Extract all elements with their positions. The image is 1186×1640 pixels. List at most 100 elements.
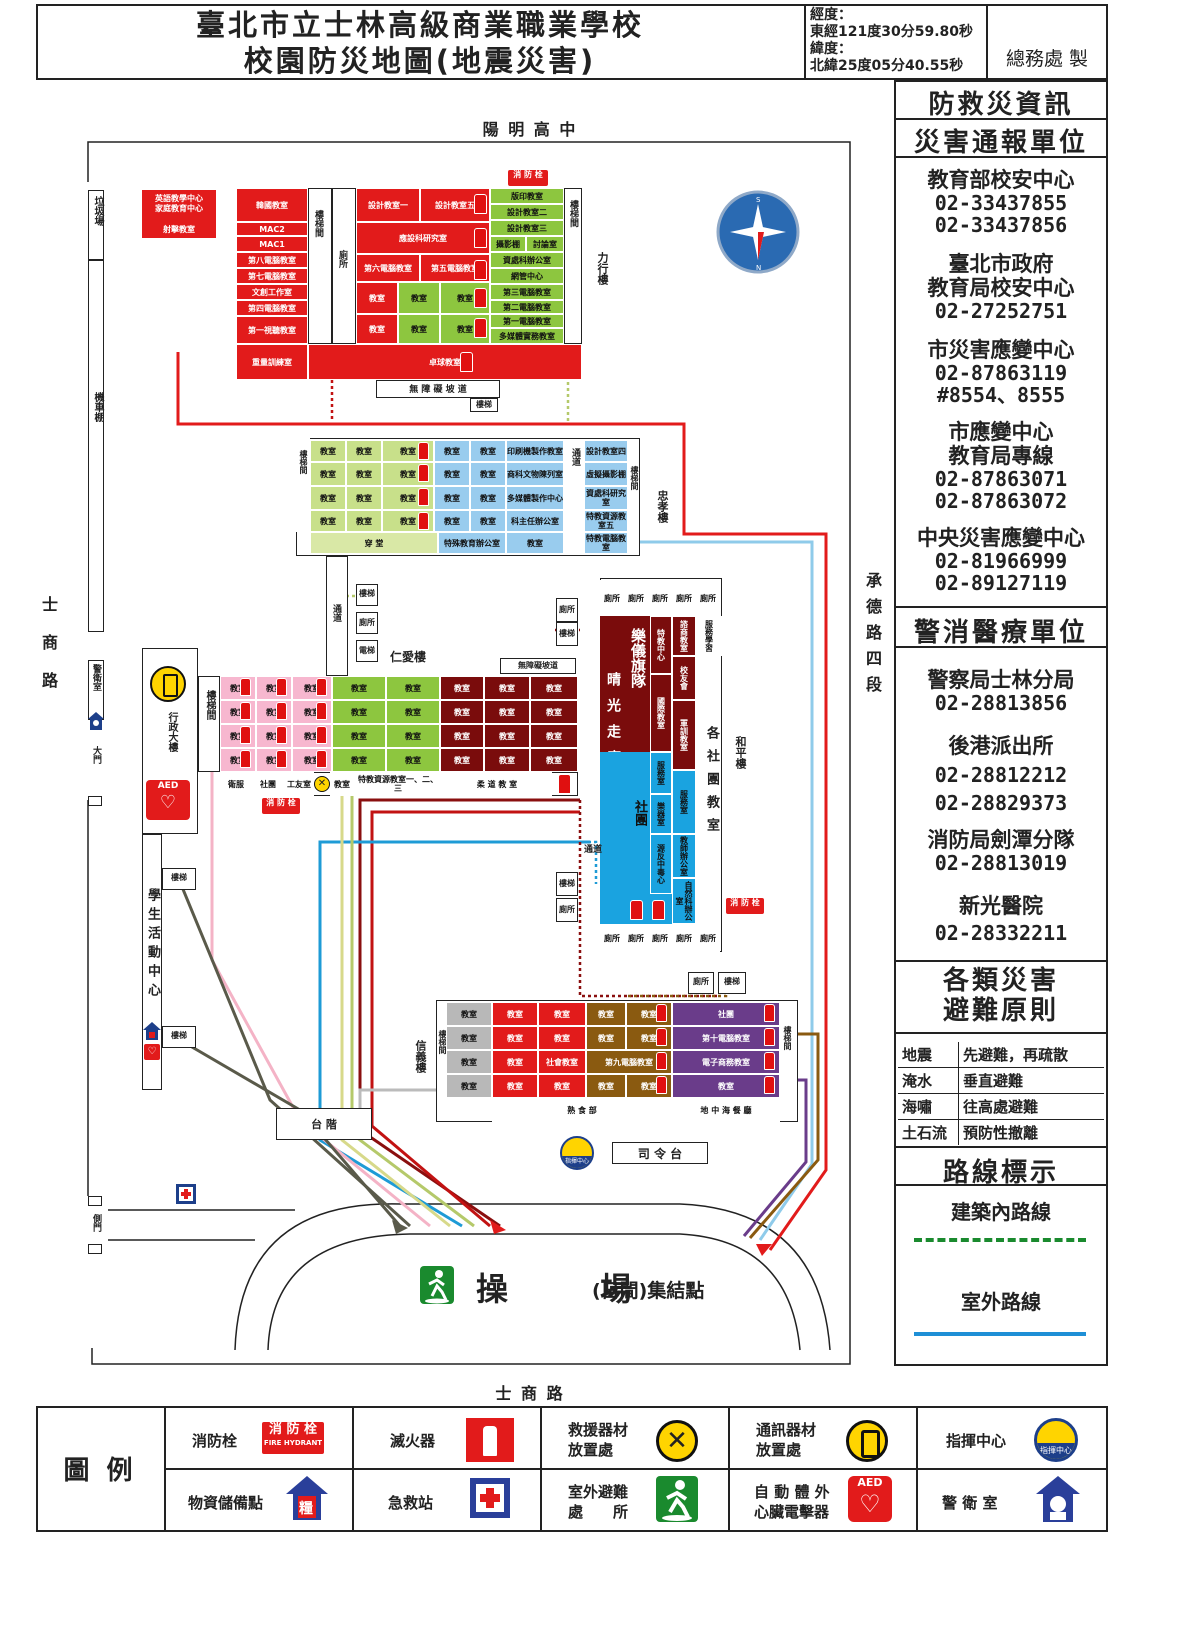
fire-extinguisher-icon	[474, 288, 487, 308]
unit-phone: 02-27252751	[934, 299, 1068, 323]
room: 服務室	[672, 770, 696, 834]
room: 特殊教育辦公室	[438, 532, 506, 554]
route-arrowhead	[756, 1244, 772, 1256]
route-red	[176, 352, 828, 1251]
stairs	[162, 1026, 196, 1048]
maker-label: 總務處 製	[1005, 48, 1089, 70]
room: 教室	[484, 676, 530, 700]
fire-extinguisher-icon	[316, 678, 327, 696]
fire-extinguisher-icon	[764, 1076, 775, 1094]
longitude-value: 東經121度30分59.80秒	[810, 24, 973, 40]
room: 教室	[530, 724, 578, 748]
report-title: 災害通報單位	[913, 128, 1088, 158]
room: 教室	[310, 440, 346, 462]
stairs-label: 樓梯	[476, 400, 492, 409]
room: 自然科辦公室	[672, 878, 696, 924]
legend-label: 室外避難 處 所	[568, 1483, 629, 1521]
fire-extinguisher-icon	[652, 900, 665, 920]
legend-label: 消防栓	[192, 1432, 238, 1450]
room: 網管中心	[490, 268, 564, 284]
map-title: 校園防災地圖(地震災害)	[243, 44, 597, 78]
divider	[894, 1146, 1108, 1148]
room: 教室	[398, 282, 440, 314]
stairwell-label: 樓梯間	[299, 450, 308, 474]
room: 設計教室三	[490, 220, 564, 236]
route-purple	[742, 1078, 808, 1237]
route-pink	[210, 758, 431, 1228]
toilet-label: 廁所	[559, 905, 575, 914]
english-center	[142, 190, 216, 238]
fire-extinguisher-icon	[418, 442, 429, 460]
unit-phone: 02-89127119	[934, 571, 1068, 595]
unit-phone: 02-87863071	[934, 467, 1068, 491]
room: 攝影棚	[490, 236, 526, 252]
hydrant-text: 消 防 栓	[268, 1422, 318, 1437]
compass-icon: S N	[716, 190, 800, 274]
radio-icon	[846, 1420, 888, 1462]
room: 教師辦公室	[672, 834, 696, 878]
room: 教室	[530, 676, 578, 700]
room: 教室	[386, 700, 440, 724]
room: 工友室	[284, 772, 314, 796]
supplies-char: 糧	[299, 1500, 313, 1517]
club-rooms-label: 各社團教室	[704, 726, 719, 841]
legend-label: 自 動 體 外 心臟電擊器	[754, 1483, 830, 1521]
police-title: 警消醫療單位	[913, 618, 1088, 648]
principles-table: 地震先避難，再疏散 淹水垂直避難 海嘯往高處避難 土石流預防性撤離	[898, 1042, 1104, 1145]
passage-label: 通道	[570, 448, 580, 466]
principles-title-box	[894, 960, 1108, 1034]
room: 軍訓教室	[672, 700, 696, 770]
room: 版印教室	[490, 188, 564, 204]
track-outer	[234, 1203, 831, 1351]
report-unit-2: 臺北市政府 教育局校安中心 02-27252751	[896, 252, 1106, 322]
toilet-label: 廁所	[693, 977, 709, 986]
room: 第七電腦教室	[236, 268, 308, 284]
unit-phone: 02-33437856	[934, 213, 1068, 237]
room: 社會教室	[538, 1050, 586, 1074]
fire-extinguisher-icon	[474, 228, 487, 248]
room: 教室	[492, 1002, 538, 1026]
room: 教室	[484, 700, 530, 724]
legend-divider	[728, 1406, 730, 1532]
room: 韓國教室	[236, 188, 308, 222]
room: 虛擬攝影棚	[584, 462, 628, 486]
supplies-icon	[143, 1022, 161, 1040]
bike-shed	[88, 260, 104, 632]
sports-field-label: 操 場	[476, 1270, 663, 1308]
legend-label: 急救站	[388, 1494, 434, 1512]
room: 教室	[310, 510, 346, 532]
room: 討論室	[526, 236, 564, 252]
room: 教室	[310, 486, 346, 510]
principle-disaster: 地震	[898, 1042, 959, 1068]
route-outdoor-label: 室外路線	[961, 1290, 1041, 1314]
coords-block: 經度： 東經121度30分59.80秒 緯度： 北緯25度05分40.55秒	[810, 7, 985, 75]
fire-extinguisher-icon	[656, 1004, 667, 1022]
room: 資處科辦公室	[490, 252, 564, 268]
fire-extinguisher-icon	[656, 1028, 667, 1046]
room: 社團	[672, 1002, 780, 1026]
room: MAC2	[236, 222, 308, 236]
fire-extinguisher-icon	[418, 464, 429, 482]
room: 校友會	[672, 656, 696, 700]
legend-label: 指揮中心	[946, 1432, 1007, 1450]
room: 廁所	[672, 924, 696, 952]
fire-hydrant-icon: 消 防 栓	[726, 898, 764, 914]
room: 印刷機製作教室	[506, 440, 564, 462]
stairs-label: 樓梯	[171, 1031, 187, 1040]
route-darkred	[370, 810, 580, 1228]
room: 教室	[446, 1002, 492, 1026]
room: 教室	[492, 1074, 538, 1098]
room: 國際教室	[650, 674, 672, 752]
legend-divider	[164, 1468, 1108, 1470]
route-arrowhead	[490, 1220, 506, 1234]
room: 卓球教室	[308, 344, 582, 380]
passage-label: 通道	[331, 604, 341, 622]
unit-phone: 02-81966999	[934, 549, 1068, 573]
room: 教室	[398, 314, 440, 344]
guard-room-label: 警衛室	[91, 664, 101, 691]
legend-divider	[540, 1406, 542, 1532]
fire-extinguisher-icon	[460, 352, 473, 372]
police-unit-4: 新光醫院 02-28332211	[896, 894, 1106, 944]
unit-phone: 02-33437855	[934, 191, 1068, 215]
divider	[894, 118, 1108, 120]
